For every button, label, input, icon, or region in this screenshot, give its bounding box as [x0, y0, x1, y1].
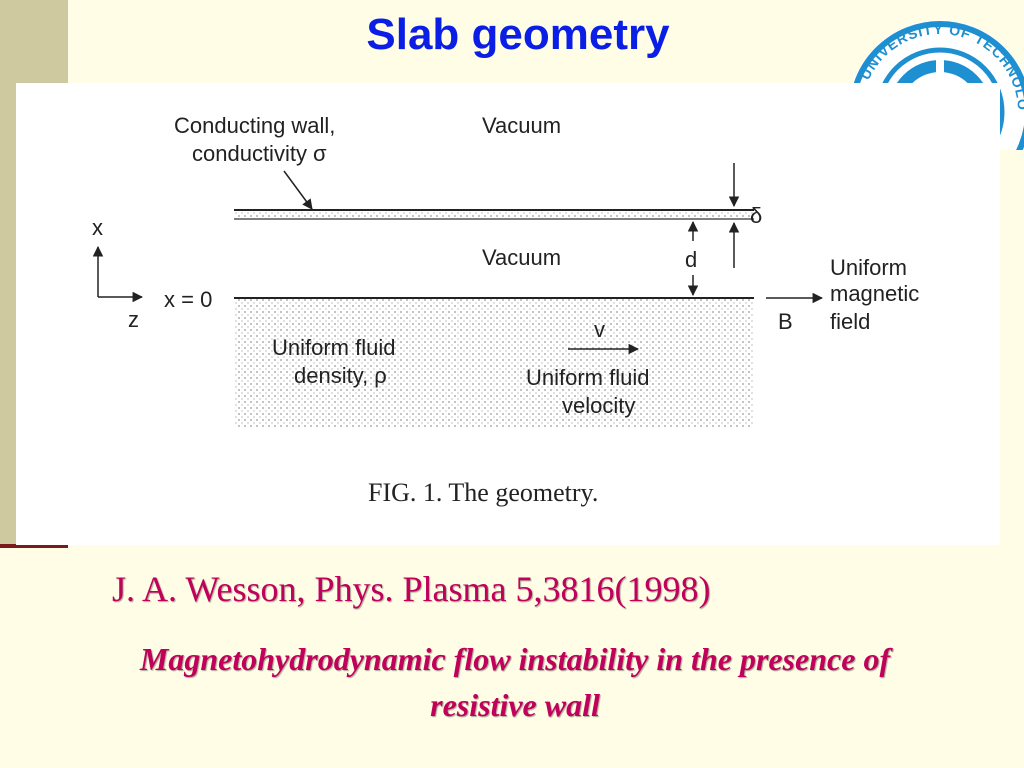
figure-panel: Conducting wall, conductivity σ Vacuum V…: [16, 83, 1000, 545]
fluid-density-label-1: Uniform fluid: [272, 335, 395, 360]
axis-x-label: x: [92, 215, 103, 240]
b-label: B: [778, 309, 793, 334]
axis-z-label: z: [128, 307, 139, 332]
paper-title: Magnetohydrodynamic flow instability in …: [40, 636, 990, 728]
x-zero-label: x = 0: [164, 287, 212, 312]
left-decor-line: [0, 544, 68, 548]
figure-caption: FIG. 1. The geometry.: [368, 478, 598, 507]
v-label: v: [594, 317, 605, 342]
paper-title-line-2: resistive wall: [430, 687, 600, 723]
vacuum-top-label: Vacuum: [482, 113, 561, 138]
field-label-2: magnetic: [830, 281, 919, 306]
citation: J. A. Wesson, Phys. Plasma 5,3816(1998): [112, 569, 711, 609]
vacuum-mid-label: Vacuum: [482, 245, 561, 270]
field-label-1: Uniform: [830, 255, 907, 280]
d-label: d: [685, 247, 697, 272]
wall-label-2: conductivity σ: [192, 141, 327, 166]
paper-title-line-1: Magnetohydrodynamic flow instability in …: [139, 641, 891, 677]
wall-label-1: Conducting wall,: [174, 113, 335, 138]
wall-pointer: [283, 170, 313, 210]
delta-label: δ: [750, 203, 762, 228]
conducting-wall: [234, 210, 754, 219]
fluid-region: [234, 299, 754, 427]
fluid-velocity-label-2: velocity: [562, 393, 635, 418]
field-label-3: field: [830, 309, 870, 334]
fluid-density-label-2: density, ρ: [294, 363, 387, 388]
slide-title: Slab geometry: [366, 10, 670, 59]
fluid-velocity-label-1: Uniform fluid: [526, 365, 649, 390]
